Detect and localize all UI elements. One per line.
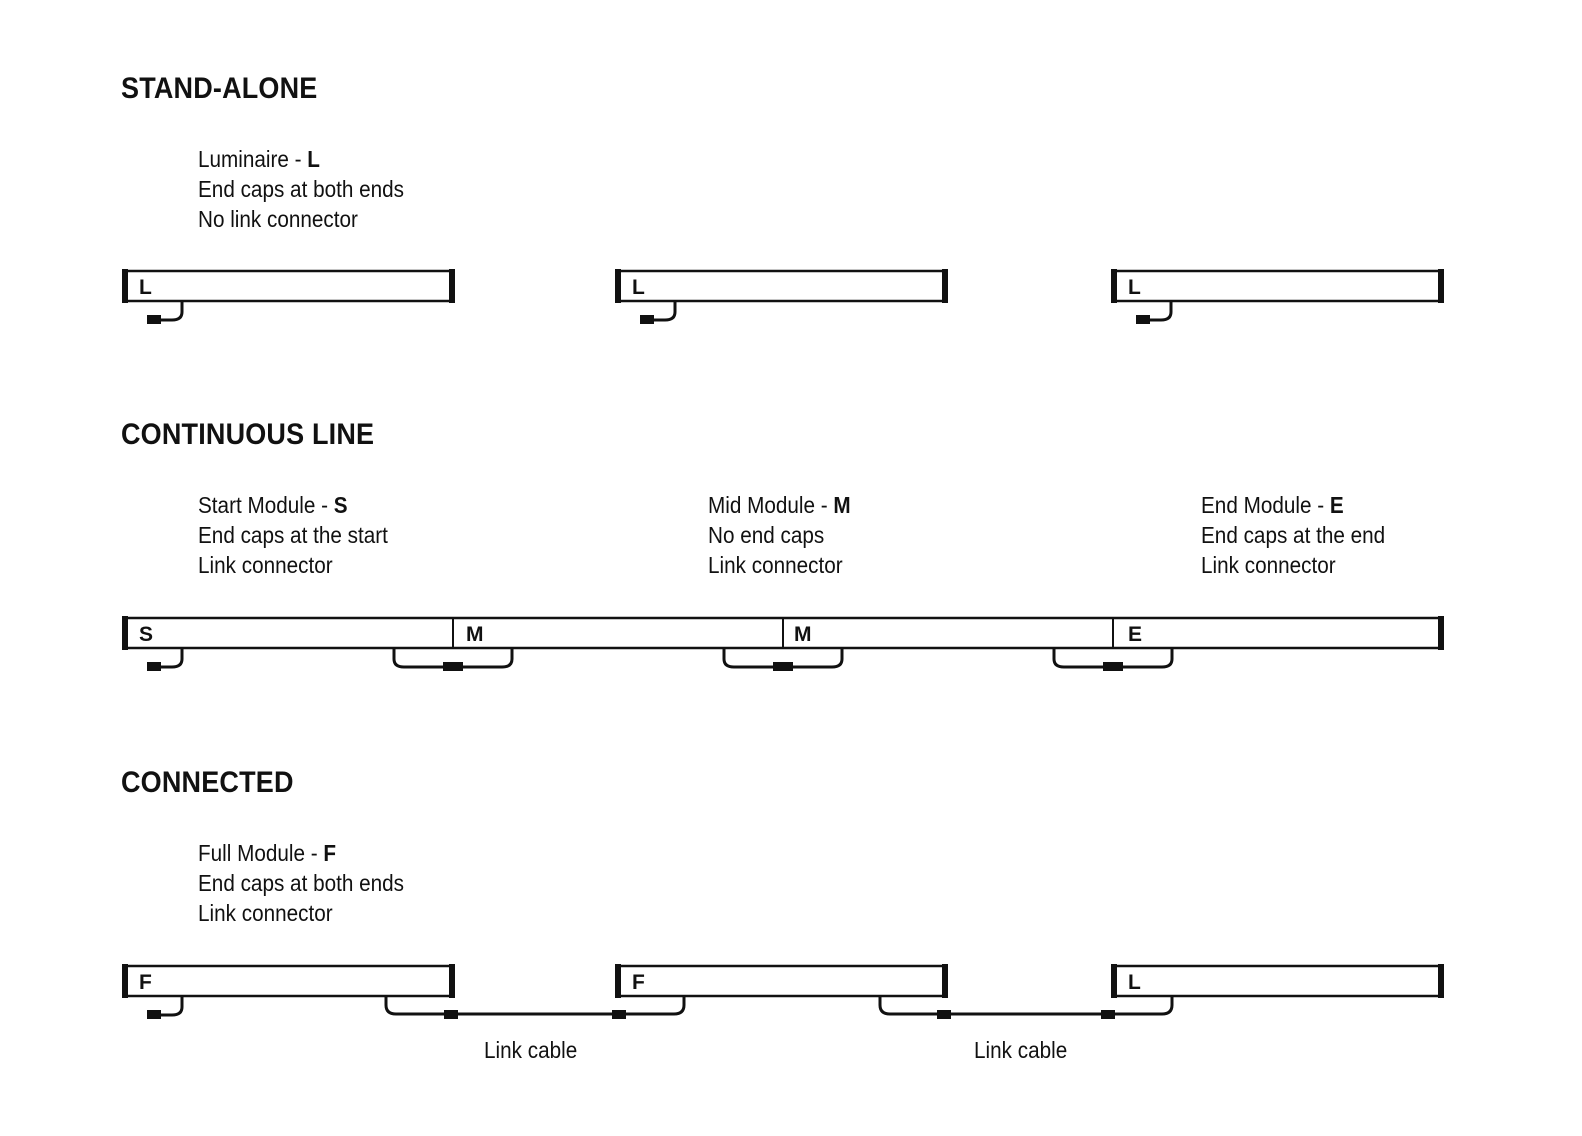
desc-mid-module: Mid Module - M No end caps Link connecto… xyxy=(708,490,851,580)
desc-line-endcaps: End caps at both ends xyxy=(198,870,405,896)
connector-plug xyxy=(1136,315,1150,324)
module-letter: L xyxy=(1128,971,1141,994)
feed-cable xyxy=(158,647,184,669)
desc-luminaire: Luminaire - L End caps at both ends No l… xyxy=(198,144,404,234)
connector-plug xyxy=(443,662,463,671)
end-cap-left xyxy=(122,616,128,650)
desc-end-module: End Module - E End caps at the end Link … xyxy=(1201,490,1385,580)
module-letter-end: E xyxy=(1128,623,1142,646)
desc-line-type: Start Module - S xyxy=(198,492,348,518)
end-cap-left xyxy=(122,269,128,303)
end-cap-right xyxy=(942,964,948,998)
module-body xyxy=(1111,269,1443,303)
desc-start-module: Start Module - S End caps at the start L… xyxy=(198,490,388,580)
link-cable xyxy=(878,995,1174,1016)
desc-line-connector: Link connector xyxy=(198,552,333,578)
link-cable xyxy=(384,995,686,1016)
end-cap-right xyxy=(449,269,455,303)
module-body xyxy=(122,269,454,303)
feed-cable xyxy=(1147,300,1173,322)
section-title-connected: CONNECTED xyxy=(121,766,294,799)
luminaire-module: L xyxy=(1111,269,1444,324)
desc-line-endcaps: End caps at the start xyxy=(198,522,388,548)
module-code: L xyxy=(307,146,320,172)
section-title-stand-alone: STAND-ALONE xyxy=(121,72,318,105)
end-cap-right xyxy=(1438,269,1444,303)
end-cap-left xyxy=(1111,269,1117,303)
standalone-row: L L L xyxy=(122,269,1444,324)
module-letter-start: S xyxy=(139,623,153,646)
desc-line-connector: Link connector xyxy=(708,552,843,578)
full-module: F xyxy=(122,964,455,1019)
luminaire-module: L xyxy=(615,269,948,324)
continuous-row: S M M E xyxy=(122,616,1444,671)
end-cap-left xyxy=(122,964,128,998)
module-body xyxy=(1111,964,1443,998)
desc-line-connector: Link connector xyxy=(1201,552,1336,578)
feed-cable xyxy=(158,995,184,1017)
module-body xyxy=(615,269,947,303)
module-letter: L xyxy=(1128,276,1141,299)
end-cap-left xyxy=(615,269,621,303)
module-code: E xyxy=(1329,492,1344,518)
end-cap-right xyxy=(1438,964,1444,998)
module-body xyxy=(122,964,454,998)
module-letter-mid: M xyxy=(466,623,484,646)
link-cable-label: Link cable xyxy=(484,1037,578,1063)
connector-plug xyxy=(1101,1010,1115,1019)
connector-plug xyxy=(640,315,654,324)
feed-cable xyxy=(651,300,677,322)
module-body xyxy=(615,964,947,998)
connected-row: F F L xyxy=(122,964,1444,1019)
end-cap-left xyxy=(1111,964,1117,998)
full-module: F xyxy=(615,964,948,998)
connector-plug xyxy=(147,1010,161,1019)
connector-plug xyxy=(937,1010,951,1019)
desc-full-module: Full Module - F End caps at both ends Li… xyxy=(198,838,404,928)
desc-line-endcaps: End caps at the end xyxy=(1201,522,1386,548)
module-code: S xyxy=(333,492,348,518)
connector-plug xyxy=(147,315,161,324)
module-code: M xyxy=(833,492,851,518)
connector-plug xyxy=(444,1010,458,1019)
desc-line-type: Mid Module - M xyxy=(708,492,851,518)
connector-plug xyxy=(612,1010,626,1019)
desc-line-endcaps: No end caps xyxy=(708,522,825,548)
luminaire-module: L xyxy=(1111,964,1444,998)
module-letter: F xyxy=(632,971,645,994)
module-code: F xyxy=(323,840,337,866)
end-cap-right xyxy=(942,269,948,303)
link-cable-label: Link cable xyxy=(974,1037,1068,1063)
module-letter: F xyxy=(139,971,152,994)
feed-cable xyxy=(158,300,184,322)
desc-line-type: End Module - E xyxy=(1201,492,1344,518)
section-title-continuous-line: CONTINUOUS LINE xyxy=(121,418,375,451)
desc-line-connector: Link connector xyxy=(198,900,333,926)
module-letter-mid: M xyxy=(794,623,812,646)
connector-plug xyxy=(1103,662,1123,671)
end-cap-right xyxy=(1438,616,1444,650)
desc-line-type: Full Module - F xyxy=(198,840,337,866)
end-cap-left xyxy=(615,964,621,998)
luminaire-module: L xyxy=(122,269,455,324)
connector-plug xyxy=(773,662,793,671)
desc-line-type: Luminaire - L xyxy=(198,146,320,172)
end-cap-right xyxy=(449,964,455,998)
module-letter: L xyxy=(139,276,152,299)
connector-plug xyxy=(147,662,161,671)
module-letter: L xyxy=(632,276,645,299)
desc-line-connector: No link connector xyxy=(198,206,358,232)
desc-line-endcaps: End caps at both ends xyxy=(198,176,405,202)
